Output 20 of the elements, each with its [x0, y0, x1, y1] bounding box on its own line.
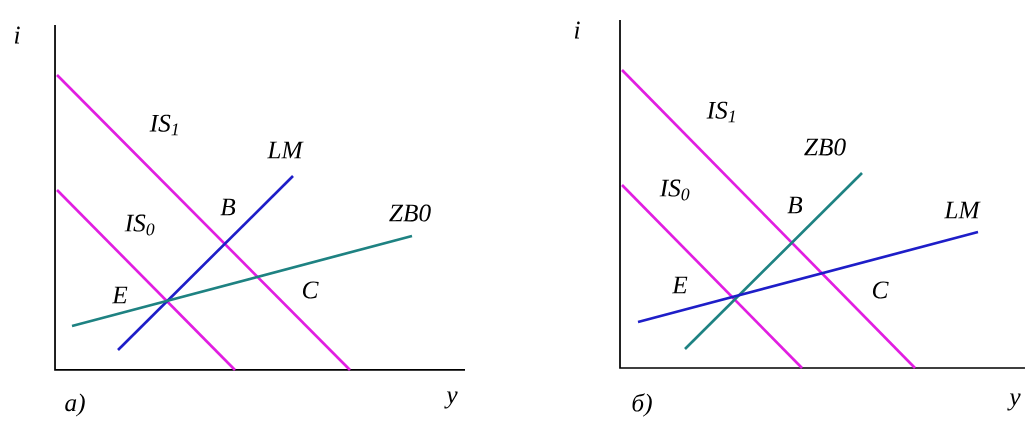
axis-label: i — [14, 26, 20, 44]
axis-label: y — [444, 391, 458, 409]
axis-label: IS$_{0}$ — [659, 179, 690, 201]
axis-label: i — [574, 21, 580, 39]
axis-label: IS$_{1}$ — [706, 101, 735, 123]
axis-label: LM — [944, 201, 981, 219]
axis-label: б) — [632, 393, 652, 417]
axis-label: y — [1007, 393, 1021, 411]
axis-label: E — [671, 276, 688, 294]
axis-label: а) — [65, 393, 85, 417]
axis-label: E — [112, 286, 128, 304]
axis-label: LM — [267, 141, 304, 159]
axis-label: C — [302, 281, 319, 299]
axis-label: ZB0 — [804, 138, 846, 156]
axis-label: ZB0 — [389, 204, 431, 222]
axis-label: B — [787, 196, 803, 214]
axis-label: B — [220, 198, 236, 216]
axis-label: IS$_{1}$ — [149, 114, 178, 136]
axis-label: C — [872, 281, 889, 299]
axis-label: IS$_{0}$ — [124, 214, 155, 236]
